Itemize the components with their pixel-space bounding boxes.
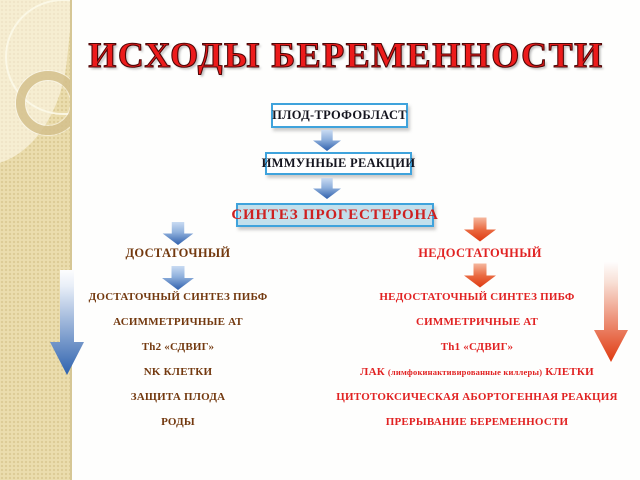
list-item: ПРЕРЫВАНИЕ БЕРЕМЕННОСТИ <box>385 416 569 428</box>
long-down-arrow-icon <box>50 270 84 375</box>
down-arrow-icon <box>162 222 194 245</box>
list-item: НЕДОСТАТОЧНЫЙ СИНТЕЗ ПИБФ <box>379 291 575 303</box>
insufficient-outcomes-list: НЕДОСТАТОЧНЫЙ СИНТЕЗ ПИБФ СИММЕТРИЧНЫЕ А… <box>336 291 618 429</box>
down-arrow-icon <box>464 263 496 288</box>
flow-box-immune-reactions: ИММУННЫЕ РЕАКЦИИ <box>262 152 415 175</box>
list-item: Th2 «СДВИГ» <box>141 341 215 353</box>
down-arrow-icon <box>313 130 341 151</box>
flow-box-progesterone-synthesis: СИНТЕЗ ПРОГЕСТЕРОНА <box>231 203 438 227</box>
sufficient-outcomes-list: ДОСТАТОЧНЫЙ СИНТЕЗ ПИБФ АСИММЕТРИЧНЫЕ АТ… <box>68 291 288 429</box>
list-item: СИММЕТРИЧНЫЕ АТ <box>415 316 539 328</box>
list-item: РОДЫ <box>161 416 195 428</box>
sufficient-header: ДОСТАТОЧНЫЙ <box>125 246 231 260</box>
list-item: АСИММЕТРИЧНЫЕ АТ <box>113 316 243 328</box>
lak-main-end: КЛЕТКИ <box>542 366 594 378</box>
list-item: ДОСТАТОЧНЫЙ СИНТЕЗ ПИБФ <box>88 291 268 303</box>
flow-box-fetus-trophoblast: ПЛОД-ТРОФОБЛАСТ <box>271 103 408 128</box>
list-item: ЗАЩИТА ПЛОДА <box>130 391 226 403</box>
list-item-lak: ЛАК (лимфокинактивированные киллеры) КЛЕ… <box>360 366 594 379</box>
list-item: NK КЛЕТКИ <box>143 366 213 378</box>
sidebar-ring-shape <box>16 71 70 135</box>
long-down-arrow-icon <box>594 262 628 362</box>
lak-detail: (лимфокинактивированные киллеры) <box>387 367 543 377</box>
list-item: ЦИТОТОКСИЧЕСКАЯ АБОРТОГЕННАЯ РЕАКЦИЯ <box>336 391 618 403</box>
lak-main-start: ЛАК <box>360 366 388 378</box>
slide-title: ИСХОДЫ БЕРЕМЕННОСТИ <box>88 34 604 75</box>
down-arrow-icon <box>162 266 194 290</box>
list-item: Th1 «СДВИГ» <box>440 341 514 353</box>
insufficient-header: НЕДОСТАТОЧНЫЙ <box>418 246 542 260</box>
down-arrow-icon <box>464 217 496 242</box>
down-arrow-icon <box>313 178 341 199</box>
decorative-sidebar <box>0 0 72 480</box>
